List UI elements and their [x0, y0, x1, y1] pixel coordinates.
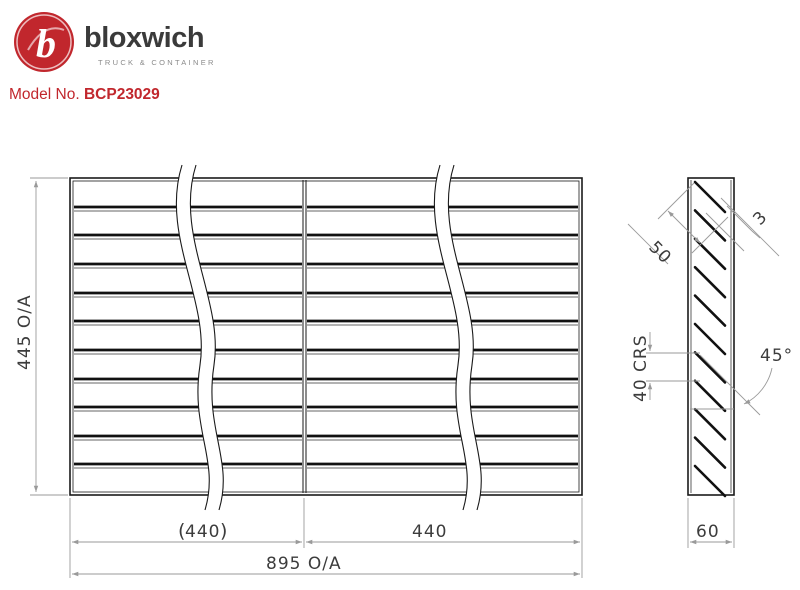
break-lines	[175, 164, 482, 511]
brand-logo: b bloxwich TRUCK & CONTAINER	[12, 8, 222, 78]
height-overall-label: 445 O/A	[15, 294, 35, 370]
side-view	[687, 177, 735, 498]
slat-thickness-dimension	[705, 197, 780, 257]
slat-depth-label: 50	[644, 237, 675, 268]
height-dimension	[30, 177, 68, 496]
logo-letter: b	[36, 21, 56, 66]
side-slat	[693, 322, 727, 356]
slat-thickness-label: 3	[749, 207, 772, 230]
width-overall-label: 895 O/A	[266, 554, 342, 574]
slat-angle-dimension	[690, 354, 773, 416]
side-slat	[693, 265, 727, 299]
side-slats	[693, 180, 727, 498]
width-right-label: 440	[412, 522, 447, 542]
brand-tagline: TRUCK & CONTAINER	[98, 58, 216, 67]
slat-angle-label: 45°	[760, 346, 793, 366]
depth-label: 60	[696, 522, 720, 542]
slat-depth-dimension	[627, 182, 729, 265]
side-slat	[693, 180, 727, 214]
side-slat	[693, 436, 727, 469]
model-number: BCP23029	[83, 86, 160, 103]
slats	[74, 205, 578, 469]
model-number-line: Model No. BCP23029	[9, 86, 160, 104]
svg-text:(: (	[178, 520, 186, 542]
side-slat	[693, 294, 727, 327]
side-slat	[693, 379, 727, 413]
model-label: Model No.	[9, 86, 80, 103]
svg-text:): )	[220, 520, 228, 542]
brand-name: bloxwich	[84, 22, 205, 54]
side-slat	[693, 407, 727, 441]
slat-pitch-label: 40 CRS	[631, 334, 651, 402]
front-frame	[69, 177, 583, 496]
side-slat	[693, 464, 727, 498]
bloxwich-logo-icon: b	[14, 12, 74, 72]
side-slat	[693, 209, 727, 242]
side-slat	[693, 237, 727, 271]
front-view	[69, 177, 583, 496]
slat-pitch-dimension	[646, 332, 700, 400]
depth-dimension	[687, 498, 735, 548]
side-slat	[693, 351, 727, 384]
width-left-label: 440	[185, 522, 220, 542]
width-dimensions	[69, 498, 583, 578]
